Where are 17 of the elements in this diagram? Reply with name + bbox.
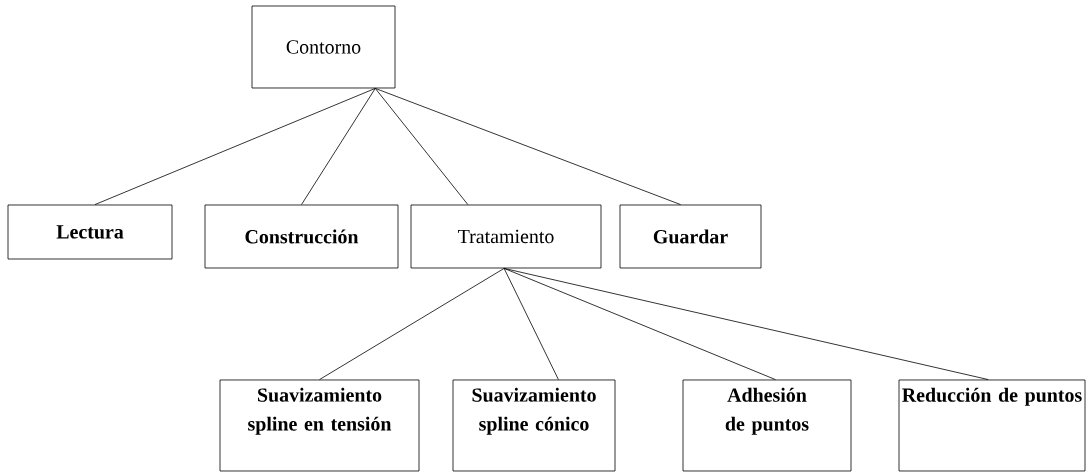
process-box: Reducción de puntos <box>898 379 1086 472</box>
process-box: Adhesión de puntos <box>682 379 852 472</box>
connector-line <box>301 88 376 205</box>
connector-line <box>503 268 776 380</box>
connector-line <box>503 268 989 380</box>
connector-line <box>374 88 681 205</box>
process-box: Tratamiento <box>410 204 602 269</box>
process-box: Suavizamiento spline cónico <box>452 379 616 472</box>
connector-line <box>319 268 505 380</box>
process-box: Construcción <box>204 204 399 269</box>
process-box: Guardar <box>619 204 762 269</box>
connector-line <box>503 268 559 380</box>
process-box: Contorno <box>251 5 396 89</box>
process-box: Suavizamiento spline en tensión <box>219 379 420 472</box>
process-box: Lectura <box>7 204 173 260</box>
connector-line <box>374 88 469 205</box>
connector-line <box>94 88 376 205</box>
